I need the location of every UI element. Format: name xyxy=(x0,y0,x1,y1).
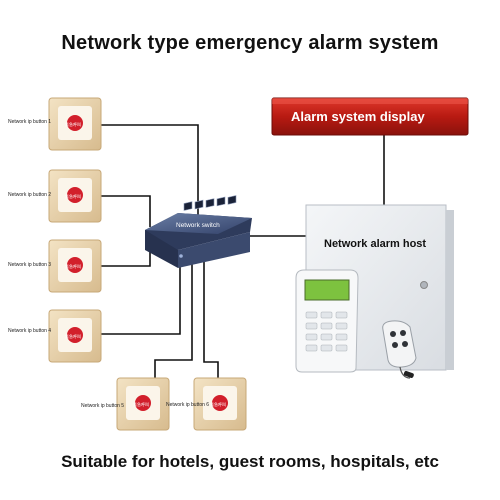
wiring xyxy=(101,124,385,380)
alarm-red-button-icon xyxy=(135,395,151,411)
svg-text:紧急呼叫: 紧急呼叫 xyxy=(65,263,81,269)
alarm-red-button-icon xyxy=(67,187,83,203)
alarm-button-5: 紧急呼叫 xyxy=(116,377,170,431)
alarm-red-button-icon xyxy=(67,115,83,131)
footer-text: Suitable for hotels, guest rooms, hospit… xyxy=(61,452,439,471)
wire-button-5 xyxy=(154,262,193,380)
alarm-red-button-icon xyxy=(212,395,228,411)
button-2-label: Network ip button 2 xyxy=(8,192,51,198)
button-5-label: Network ip button 5 xyxy=(81,403,124,409)
page-title: Network type emergency alarm system xyxy=(61,32,439,54)
network-switch xyxy=(145,195,252,268)
wire-button-4 xyxy=(101,262,181,335)
button-4-label: Network ip button 4 xyxy=(8,328,51,334)
alarm-button-4: 紧急呼叫 xyxy=(48,309,102,363)
host-label: Network alarm host xyxy=(324,238,426,250)
switch-ports xyxy=(183,195,237,211)
alarm-system-display xyxy=(271,97,469,136)
button-6-label: Network ip button 6 xyxy=(166,402,209,408)
svg-text:紧急呼叫: 紧急呼叫 xyxy=(65,193,81,199)
alarm-red-button-icon xyxy=(67,257,83,273)
svg-text:紧急呼叫: 紧急呼叫 xyxy=(210,401,226,407)
alarm-red-button-icon xyxy=(67,327,83,343)
alarm-button-3: 紧急呼叫 xyxy=(48,239,102,293)
button-1-label: Network ip button 1 xyxy=(8,119,51,125)
wire-button-2 xyxy=(101,195,151,227)
remote-control xyxy=(382,320,417,379)
button-3-label: Network ip button 3 xyxy=(8,262,51,268)
switch-label: Network switch xyxy=(176,222,220,229)
alarm-button-1: 紧急呼叫 xyxy=(48,97,102,151)
wire-button-1 xyxy=(101,124,199,218)
wire-button-6 xyxy=(203,262,219,378)
svg-text:紧急呼叫: 紧急呼叫 xyxy=(133,401,149,407)
display-label: Alarm system display xyxy=(291,109,425,124)
keypad-lcd-screen xyxy=(304,279,350,301)
lock-icon xyxy=(420,281,428,289)
svg-text:紧急呼叫: 紧急呼叫 xyxy=(65,333,81,339)
svg-text:紧急呼叫: 紧急呼叫 xyxy=(65,121,81,127)
alarm-button-2: 紧急呼叫 xyxy=(48,169,102,223)
alarm-button-6: 紧急呼叫 xyxy=(193,377,247,431)
wire-button-3 xyxy=(101,250,151,267)
keypad xyxy=(295,269,359,373)
